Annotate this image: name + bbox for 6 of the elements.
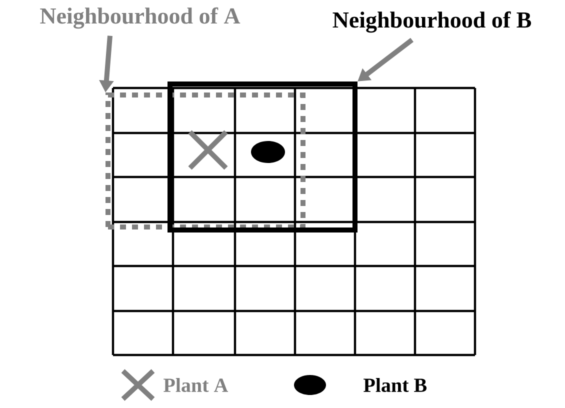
label: Neighbourhood of B <box>332 11 532 33</box>
outline-box <box>168 82 358 232</box>
label: Neighbourhood of A <box>40 7 240 29</box>
dotted-outline <box>106 92 306 230</box>
legend-label: Plant A <box>164 378 228 392</box>
legend-label: Plant B <box>364 378 427 392</box>
